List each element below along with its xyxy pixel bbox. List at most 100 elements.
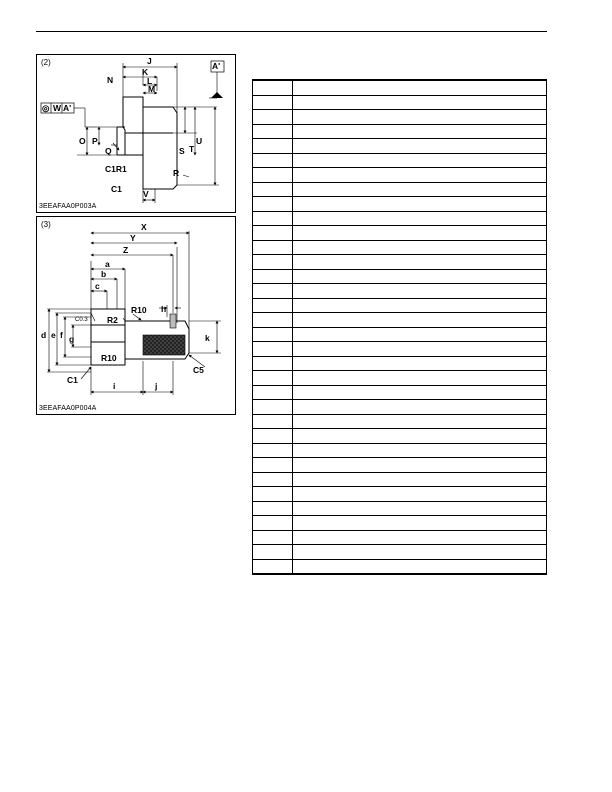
svg-text:A': A' [212, 61, 220, 71]
label-Q: Q [105, 146, 112, 156]
table-row [252, 210, 547, 226]
table-cell-value [292, 341, 547, 357]
label-T: T [189, 144, 195, 154]
table-cell-value [292, 500, 547, 516]
figure-3-drawing: X Y Z a b c d e f g h i j k R10 R10 R2 C… [41, 222, 221, 395]
label-R2: R2 [107, 315, 118, 325]
label-C1: C1 [67, 375, 78, 385]
figure-3-code: 3EEAFAA0P004A [39, 405, 97, 412]
table-cell-value [292, 152, 547, 168]
label-g: g [69, 334, 74, 344]
table-cell-label [252, 384, 293, 400]
label-k: k [205, 333, 210, 343]
table-cell-value [292, 123, 547, 139]
label-Z: Z [123, 245, 128, 255]
figure-2-code: 3EEAFAA0P003A [39, 203, 97, 210]
label-b: b [101, 269, 106, 279]
table-row [252, 268, 547, 284]
table-row [252, 558, 547, 575]
header-rule [36, 31, 547, 32]
table-cell-label [252, 341, 293, 357]
label-N: N [107, 75, 113, 85]
table-row [252, 181, 547, 197]
table-row [252, 442, 547, 458]
table-row [252, 297, 547, 313]
table-row [252, 413, 547, 429]
table-cell-label [252, 181, 293, 197]
table-row [252, 326, 547, 342]
figure-3-tag: (3) [41, 220, 51, 229]
table-cell-value [292, 225, 547, 241]
table-cell-value [292, 442, 547, 458]
table-cell-value [292, 413, 547, 429]
label-U: U [196, 136, 202, 146]
table-row [252, 544, 547, 560]
label-P: P [92, 136, 98, 146]
table-cell-label [252, 442, 293, 458]
label-i: i [113, 381, 115, 391]
label-L: L [147, 76, 152, 86]
table-cell-value [292, 283, 547, 299]
table-row [252, 167, 547, 183]
table-cell-value [292, 370, 547, 386]
table-cell-label [252, 326, 293, 342]
figure-2-drawing: ◎ W A' A' J K L M N O P Q S T U V R C1R1… [40, 56, 225, 203]
table-row [252, 355, 547, 371]
table-cell-value [292, 297, 547, 313]
table-row [252, 457, 547, 473]
label-c: c [95, 281, 100, 291]
table-cell-value [292, 79, 547, 96]
table-row [252, 94, 547, 110]
table-cell-value [292, 515, 547, 531]
table-cell-label [252, 486, 293, 502]
concentricity-symbol: ◎ [42, 103, 50, 113]
table-row [252, 283, 547, 299]
table-cell-label [252, 109, 293, 125]
table-row [252, 138, 547, 154]
label-O: O [79, 136, 86, 146]
table-row [252, 109, 547, 125]
table-cell-label [252, 196, 293, 212]
table-cell-label [252, 355, 293, 371]
label-J: J [147, 56, 152, 66]
table-row [252, 341, 547, 357]
table-cell-label [252, 94, 293, 110]
table-cell-value [292, 109, 547, 125]
label-h: h [161, 304, 166, 314]
label-R10-bottom: R10 [101, 353, 117, 363]
table-cell-value [292, 167, 547, 183]
table-cell-value [292, 457, 547, 473]
table-cell-label [252, 399, 293, 415]
label-C5: C5 [193, 365, 204, 375]
table-cell-label [252, 225, 293, 241]
table-cell-value [292, 254, 547, 270]
table-cell-label [252, 79, 293, 96]
table-row [252, 515, 547, 531]
table-cell-label [252, 413, 293, 429]
table-row [252, 79, 547, 96]
figure-2-tag: (2) [41, 58, 51, 67]
table-row [252, 384, 547, 400]
geometric-tolerance-frame: ◎ W A' [40, 102, 86, 127]
table-row [252, 500, 547, 516]
svg-text:W: W [53, 103, 62, 113]
label-f: f [60, 330, 63, 340]
table-row [252, 123, 547, 139]
label-K: K [142, 67, 149, 77]
table-cell-value [292, 239, 547, 255]
datum-box: A' [210, 60, 225, 73]
table-cell-value [292, 326, 547, 342]
label-d: d [41, 330, 46, 340]
table-cell-label [252, 297, 293, 313]
table-cell-value [292, 471, 547, 487]
table-row [252, 471, 547, 487]
figure-2: (2) [36, 54, 236, 213]
table-cell-value [292, 138, 547, 154]
table-cell-label [252, 500, 293, 516]
table-row [252, 486, 547, 502]
table-cell-value [292, 210, 547, 226]
label-R: R [173, 168, 179, 178]
table-cell-label [252, 268, 293, 284]
table-row [252, 225, 547, 241]
table-cell-value [292, 486, 547, 502]
